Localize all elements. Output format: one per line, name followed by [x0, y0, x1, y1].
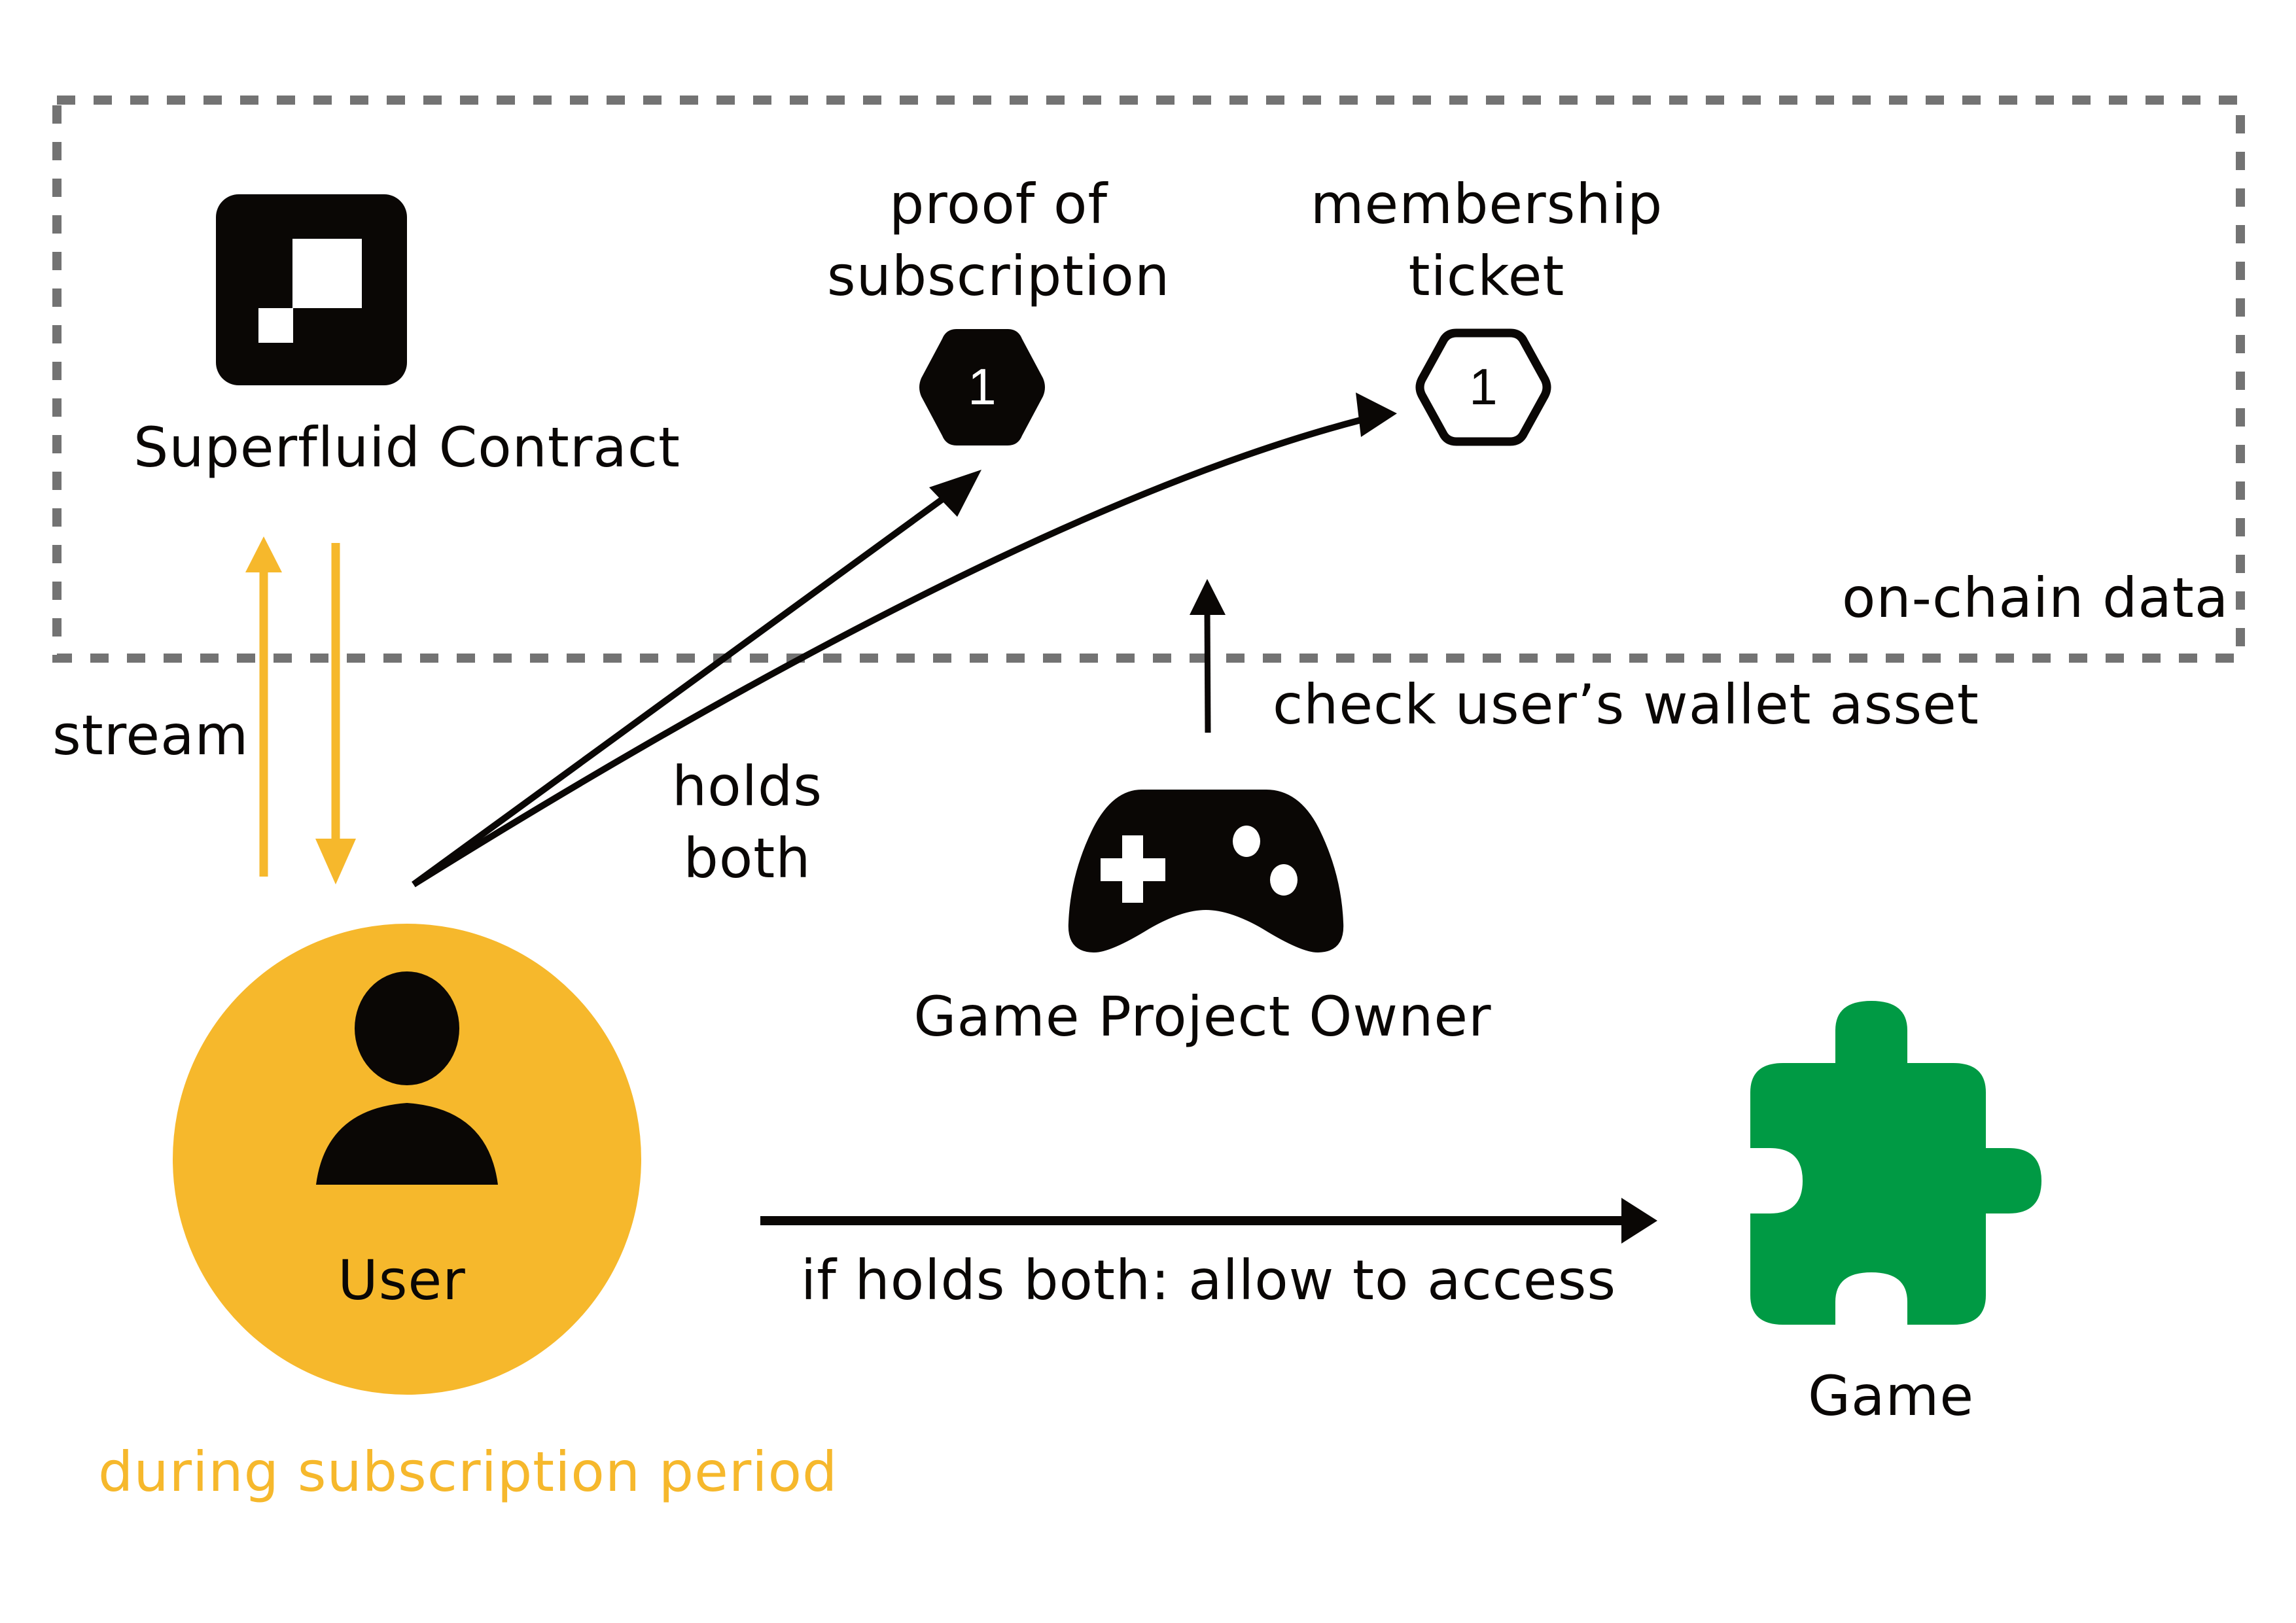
access-arrow	[760, 1198, 1657, 1244]
puzzle-piece-icon	[1750, 1001, 2041, 1325]
user-node	[173, 924, 641, 1395]
game-project-owner-label: Game Project Owner	[913, 985, 1492, 1049]
holds-label-line2: both	[683, 826, 811, 890]
user-icon	[316, 971, 498, 1185]
holds-proof-arrow	[412, 470, 981, 888]
proof-label-line1: proof of	[889, 172, 1108, 236]
gamepad-icon	[1068, 790, 1344, 953]
superfluid-contract-label: Superfluid Contract	[133, 415, 680, 480]
user-label: User	[338, 1248, 466, 1312]
membership-token-value: 1	[1469, 358, 1497, 415]
subscription-period-note: during subscription period	[98, 1440, 838, 1504]
stream-label: stream	[52, 703, 249, 767]
stream-down-arrow	[315, 543, 356, 884]
check-wallet-arrow	[1190, 579, 1226, 733]
proof-token-icon: 1	[919, 329, 1045, 445]
game-label: Game	[1807, 1364, 1975, 1428]
access-label: if holds both: allow to access	[800, 1248, 1617, 1312]
check-wallet-label: check user’s wallet asset	[1273, 672, 1979, 737]
membership-label-line1: membership	[1310, 172, 1663, 236]
superfluid-logo-icon	[216, 194, 407, 385]
on-chain-region-border	[52, 96, 2245, 663]
holds-membership-arrow	[412, 393, 1397, 888]
on-chain-data-label: on-chain data	[1842, 566, 2229, 630]
membership-label-line2: ticket	[1408, 244, 1565, 308]
holds-label-line1: holds	[671, 754, 823, 818]
proof-token-value: 1	[968, 358, 996, 415]
proof-label-line2: subscription	[826, 244, 1171, 308]
stream-up-arrow	[245, 536, 282, 877]
membership-token-icon: 1	[1415, 328, 1551, 446]
